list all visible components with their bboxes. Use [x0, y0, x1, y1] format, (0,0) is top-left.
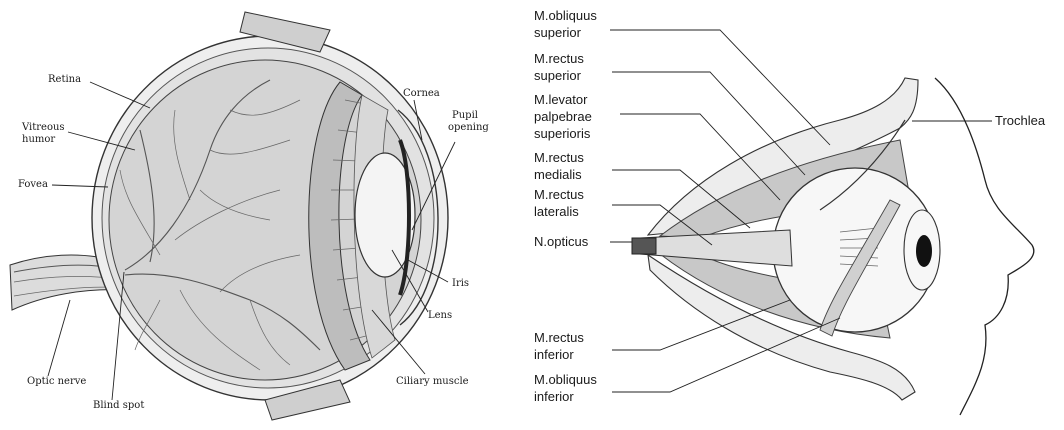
label-opticus: N.opticus	[534, 234, 589, 249]
label-rectus-superior-line2: superior	[534, 68, 582, 83]
leader-obliquus-superior	[610, 30, 830, 145]
leader-optic-nerve	[48, 300, 70, 376]
label-levator: M.levator palpebrae superioris	[534, 92, 595, 141]
label-rectus-superior: M.rectus superior	[534, 51, 587, 83]
label-blind-spot: Blind spot	[93, 400, 144, 411]
label-trochlea: Trochlea	[995, 113, 1046, 128]
label-lens: Lens	[428, 310, 452, 321]
label-obliquus-inferior-line1: M.obliquus	[534, 372, 597, 387]
label-pupil-line2: opening	[448, 122, 489, 133]
label-fovea: Fovea	[18, 179, 48, 190]
label-rectus-medialis-line1: M.rectus	[534, 150, 584, 165]
label-rectus-inferior-line1: M.rectus	[534, 330, 584, 345]
label-rectus-medialis: M.rectus medialis	[534, 150, 587, 182]
label-pupil-opening: Pupil opening	[448, 110, 489, 133]
label-levator-line2: palpebrae	[534, 109, 592, 124]
label-obliquus-inferior: M.obliquus inferior	[534, 372, 601, 404]
orbit-muscles-diagram: M.obliquus superior M.rectus superior M.…	[534, 8, 1046, 415]
label-iris: Iris	[452, 278, 469, 289]
label-cornea: Cornea	[403, 88, 440, 99]
label-rectus-inferior-line2: inferior	[534, 347, 574, 362]
label-obliquus-inferior-line2: inferior	[534, 389, 574, 404]
label-rectus-lateralis-line2: lateralis	[534, 204, 579, 219]
optic-canal	[632, 238, 656, 254]
label-rectus-medialis-line2: medialis	[534, 167, 582, 182]
label-pupil-line1: Pupil	[452, 110, 478, 121]
eye-cross-section-diagram: Retina Vitreous humor Fovea Optic nerve …	[10, 12, 489, 420]
label-rectus-lateralis: M.rectus lateralis	[534, 187, 587, 219]
label-rectus-superior-line1: M.rectus	[534, 51, 584, 66]
label-obliquus-superior-line2: superior	[534, 25, 582, 40]
label-levator-line3: superioris	[534, 126, 591, 141]
label-optic-nerve: Optic nerve	[27, 376, 86, 387]
label-vitreous-line2: humor	[22, 134, 55, 145]
label-rectus-inferior: M.rectus inferior	[534, 330, 587, 362]
pupil	[916, 235, 932, 267]
label-ciliary-muscle: Ciliary muscle	[396, 376, 469, 387]
label-vitreous-humor: Vitreous humor	[21, 122, 68, 145]
label-obliquus-superior: M.obliquus superior	[534, 8, 601, 40]
label-rectus-lateralis-line1: M.rectus	[534, 187, 584, 202]
face-profile	[935, 78, 1034, 415]
label-vitreous-line1: Vitreous	[21, 122, 65, 133]
label-retina: Retina	[48, 74, 81, 85]
label-levator-line1: M.levator	[534, 92, 588, 107]
label-obliquus-superior-line1: M.obliquus	[534, 8, 597, 23]
